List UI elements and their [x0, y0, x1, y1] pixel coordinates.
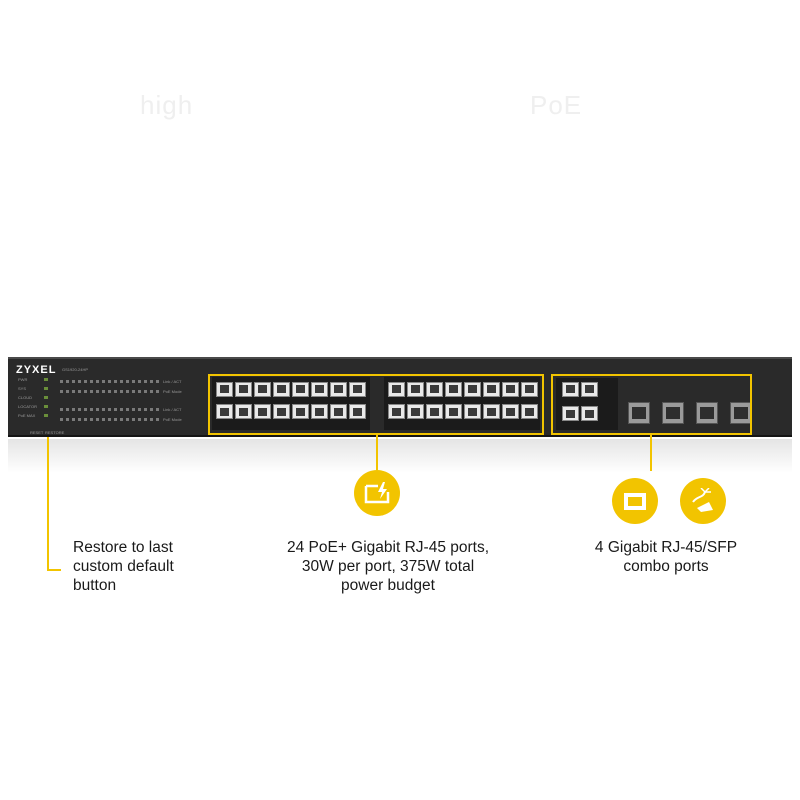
faint-heading-left: high — [140, 90, 194, 120]
rj45-port[interactable] — [581, 382, 598, 397]
rj45-port[interactable] — [292, 404, 309, 419]
callout-line: power budget — [341, 577, 435, 594]
callout-line: 24 PoE+ Gigabit RJ-45 ports, — [286, 539, 490, 556]
fiber-cable-icon — [680, 478, 726, 524]
rj45-port[interactable] — [330, 404, 347, 419]
restore-connector-line — [47, 569, 61, 571]
led-locator — [44, 405, 48, 408]
brand-logo: ZYXEL — [16, 364, 57, 376]
poe-connector-line — [376, 435, 378, 470]
led-label-poe-max: PoE MAX — [18, 413, 36, 418]
rj45-port[interactable] — [502, 404, 519, 419]
poe-port-icon — [354, 470, 400, 516]
rj45-port[interactable] — [502, 382, 519, 397]
model-label: GS1920-24HP — [62, 367, 89, 372]
rj45-port[interactable] — [445, 382, 462, 397]
port-led-row — [60, 408, 160, 411]
rj45-port[interactable] — [273, 404, 290, 419]
callout-line: combo ports — [623, 558, 709, 575]
rj45-port[interactable] — [483, 404, 500, 419]
rj45-port[interactable] — [562, 406, 579, 421]
rj45-port[interactable] — [330, 382, 347, 397]
callout-line: button — [73, 577, 117, 594]
rj45-port[interactable] — [388, 404, 405, 419]
rj45-port[interactable] — [349, 404, 366, 419]
led-sys — [44, 387, 48, 390]
combo-callout: 4 Gigabit RJ-45/SFP combo ports — [574, 538, 758, 576]
led-cloud — [44, 396, 48, 399]
rj45-port[interactable] — [254, 382, 271, 397]
rj45-port[interactable] — [254, 404, 271, 419]
rj45-port[interactable] — [483, 382, 500, 397]
rj45-port[interactable] — [388, 382, 405, 397]
combo-rj45-block — [556, 378, 618, 430]
callout-line: 30W per port, 375W total — [301, 558, 475, 575]
callout-line: custom default — [73, 558, 174, 575]
rj45-port[interactable] — [292, 382, 309, 397]
reset-button[interactable]: RESET — [30, 430, 44, 435]
led-legend: Link / ACT — [163, 379, 182, 384]
highlight-combo-ports — [551, 374, 752, 435]
restore-connector-line — [47, 437, 49, 570]
rj45-port[interactable] — [521, 382, 538, 397]
rj45-port[interactable] — [311, 382, 328, 397]
rj45-port[interactable] — [273, 382, 290, 397]
faint-heading-right: PoE — [530, 90, 583, 120]
led-legend: Link / ACT — [163, 407, 182, 412]
port-led-row — [60, 418, 160, 421]
rj45-port[interactable] — [349, 382, 366, 397]
rj45-port[interactable] — [407, 404, 424, 419]
callout-line: 4 Gigabit RJ-45/SFP — [594, 539, 738, 556]
status-led-panel: PWR SYS CLOUD LOCATOR PoE MAX — [18, 378, 52, 428]
led-legend: PoE Mode — [163, 389, 182, 394]
rj45-port[interactable] — [464, 382, 481, 397]
port-group-1-12 — [212, 377, 370, 430]
callout-line: Restore to last — [73, 539, 173, 556]
highlight-poe-ports — [208, 374, 544, 435]
sfp-port[interactable] — [730, 402, 752, 424]
led-label-locator: LOCATOR — [18, 404, 37, 409]
restore-callout: Restore to last custom default button — [73, 538, 174, 595]
led-pwr — [44, 378, 48, 381]
led-poe-max — [44, 414, 48, 417]
ethernet-port-icon — [612, 478, 658, 524]
sfp-port[interactable] — [696, 402, 718, 424]
rj45-port[interactable] — [311, 404, 328, 419]
rj45-port[interactable] — [216, 382, 233, 397]
rj45-port[interactable] — [521, 404, 538, 419]
sfp-port[interactable] — [662, 402, 684, 424]
rj45-port[interactable] — [426, 382, 443, 397]
switch-reflection — [8, 439, 792, 473]
rj45-port[interactable] — [426, 404, 443, 419]
sfp-port[interactable] — [628, 402, 650, 424]
rj45-port[interactable] — [445, 404, 462, 419]
led-legend: PoE Mode — [163, 417, 182, 422]
rj45-port[interactable] — [581, 406, 598, 421]
led-label-pwr: PWR — [18, 377, 28, 382]
sfp-slots — [628, 402, 752, 424]
poe-callout: 24 PoE+ Gigabit RJ-45 ports, 30W per por… — [266, 538, 510, 595]
rj45-port[interactable] — [562, 382, 579, 397]
led-label-cloud: CLOUD — [18, 395, 33, 400]
port-group-13-24 — [384, 377, 540, 430]
rj45-port[interactable] — [235, 404, 252, 419]
rj45-port[interactable] — [235, 382, 252, 397]
rj45-port[interactable] — [216, 404, 233, 419]
port-led-row — [60, 390, 160, 393]
combo-connector-line — [650, 435, 652, 471]
rj45-port[interactable] — [464, 404, 481, 419]
rj45-port[interactable] — [407, 382, 424, 397]
led-label-sys: SYS — [18, 386, 27, 391]
restore-button[interactable]: RESTORE — [45, 430, 65, 435]
port-led-row — [60, 380, 160, 383]
